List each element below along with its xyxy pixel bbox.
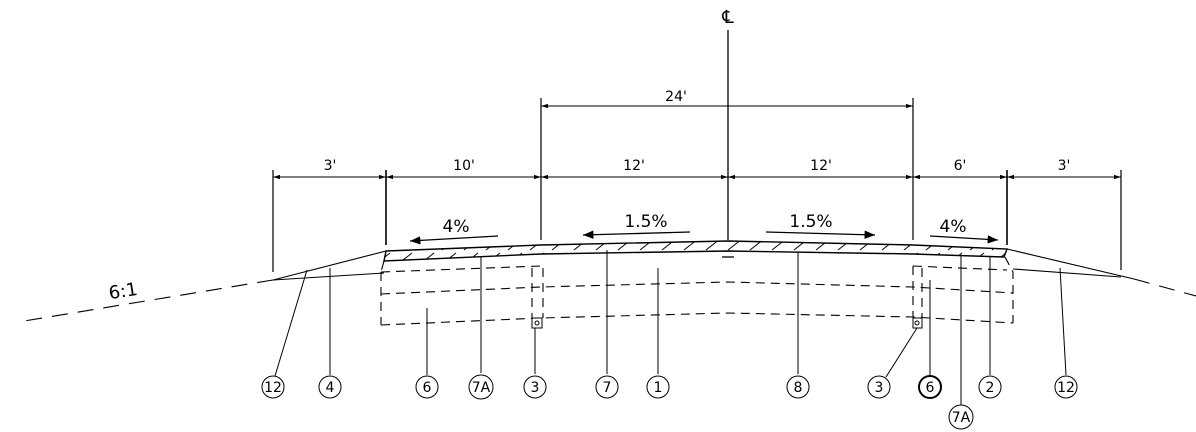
callout-1: 1 [646, 375, 670, 399]
svg-text:3: 3 [875, 380, 884, 396]
svg-text:7: 7 [603, 380, 612, 396]
svg-text:1: 1 [654, 380, 663, 396]
dimension-overall-label: 24' [665, 89, 687, 105]
svg-text:8: 8 [794, 380, 803, 396]
side-slopes [17, 248, 1196, 323]
callout-3-left: 3 [523, 375, 547, 399]
slope-right-shoulder: 4% [940, 217, 967, 237]
svg-text:6: 6 [926, 380, 935, 396]
centerline-label: ℄ [721, 7, 734, 28]
callout-7a-right: 7A [948, 404, 974, 430]
svg-text:6: 6 [423, 380, 432, 396]
svg-text:7A: 7A [952, 410, 971, 426]
dimension-row: 3' 10' 12' 12' 6' 3' [272, 158, 1122, 272]
callout-8: 8 [786, 375, 810, 399]
cross-slopes: 4% 1.5% 1.5% 4% [409, 212, 999, 245]
dimension-right-shoulder: 6' [954, 158, 967, 174]
callout-6-right: 6 [918, 375, 942, 399]
callout-7: 7 [595, 375, 619, 399]
callout-12-right: 12 [1054, 375, 1078, 399]
svg-text:12: 12 [1057, 380, 1075, 396]
dimension-left-lane: 12' [623, 158, 645, 174]
side-slope-ratio: 6:1 [107, 279, 139, 304]
callout-12-left: 12 [261, 375, 285, 399]
svg-text:3: 3 [531, 380, 540, 396]
slope-right-lane: 1.5% [789, 212, 832, 232]
dimension-overall: 24' [540, 89, 914, 240]
base-layers [380, 256, 1014, 326]
dimension-right-lane: 12' [810, 158, 832, 174]
dimension-left-foreslope: 3' [324, 158, 337, 174]
centerline: ℄ [721, 7, 734, 258]
callout-7a-left: 7A [468, 374, 494, 400]
slope-left-lane: 1.5% [624, 212, 667, 232]
svg-text:12: 12 [264, 380, 282, 396]
callout-6-left: 6 [415, 375, 439, 399]
leader-lines [274, 250, 1067, 406]
dimension-right-foreslope: 3' [1058, 158, 1071, 174]
edge-drains [531, 317, 923, 329]
svg-text:2: 2 [986, 380, 995, 396]
surface-layer [383, 240, 1008, 262]
svg-text:4: 4 [326, 380, 335, 396]
dimension-left-shoulder: 10' [453, 158, 475, 174]
callout-4: 4 [318, 375, 342, 399]
callout-2: 2 [978, 375, 1002, 399]
slope-left-shoulder: 4% [443, 217, 470, 237]
svg-text:7A: 7A [472, 380, 491, 396]
callout-3-right: 3 [867, 375, 891, 399]
